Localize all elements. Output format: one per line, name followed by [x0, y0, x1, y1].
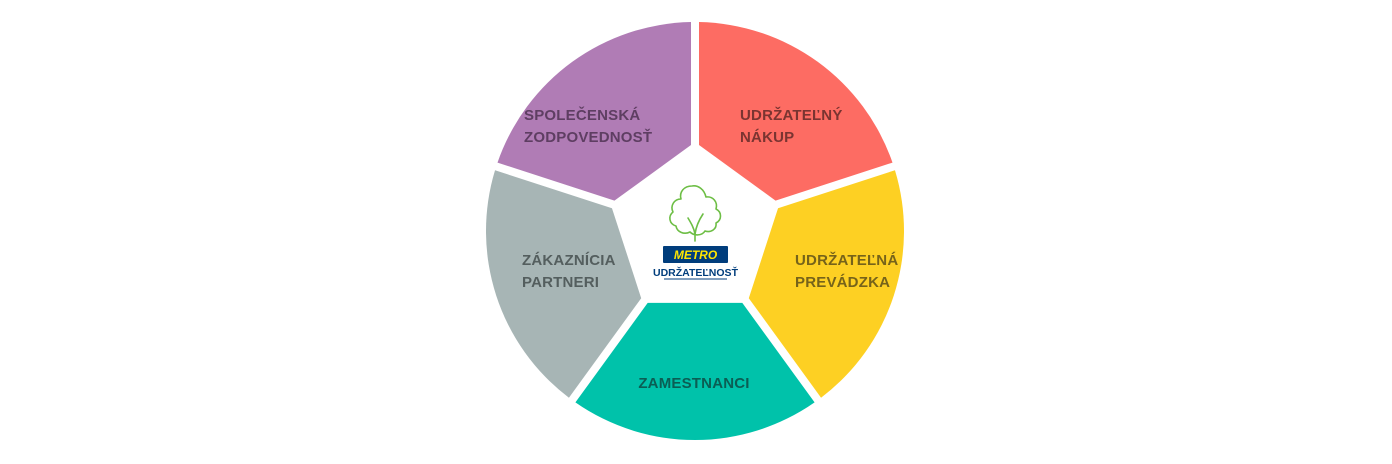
segment-label-line: PARTNERI: [522, 274, 599, 291]
segment-label-line: UDRŽATEĽNÁ: [795, 251, 898, 269]
segment-label-line: ZÁKAZNÍCIA: [522, 252, 616, 269]
segment-label-line: ZAMESTNANCI: [638, 375, 749, 392]
segment-label-line: UDRŽATEĽNÝ: [740, 106, 843, 124]
segment-label-line: ZODPOVEDNOSŤ: [524, 128, 652, 146]
segment-label-line: NÁKUP: [740, 129, 794, 146]
metro-logo-box: [663, 246, 728, 263]
segment-spolocenska-zodpovednost: [497, 22, 691, 201]
segment-udrzatelna-prevadzka: [748, 170, 904, 398]
tree-icon: [669, 185, 722, 242]
segment-zamestnanci: [575, 302, 815, 440]
segment-label-line: PREVÁDZKA: [795, 274, 890, 291]
segment-label-line: SPOLEČENSKÁ: [524, 106, 640, 124]
segment-label-udrzatelna-prevadzka: UDRŽATEĽNÁ PREVÁDZKA: [795, 251, 898, 291]
segment-label-zamestnanci: ZAMESTNANCI: [638, 375, 749, 392]
segment-label-spolocenska-zodpovednost: SPOLEČENSKÁ ZODPOVEDNOSŤ: [524, 106, 652, 146]
logo-subtitle-text: UDRŽATEĽNOSŤ: [653, 266, 739, 279]
segment-label-zakaznicia-partneri: ZÁKAZNÍCIA PARTNERI: [522, 252, 616, 291]
center-logo: METRO UDRŽATEĽNOSŤ: [653, 185, 739, 280]
segment-udrzatelny-nakup: [699, 22, 893, 201]
segment-label-udrzatelny-nakup: UDRŽATEĽNÝ NÁKUP: [740, 106, 843, 146]
segment-zakaznicia-partneri: [486, 170, 642, 398]
metro-brand-text: METRO: [674, 248, 718, 262]
